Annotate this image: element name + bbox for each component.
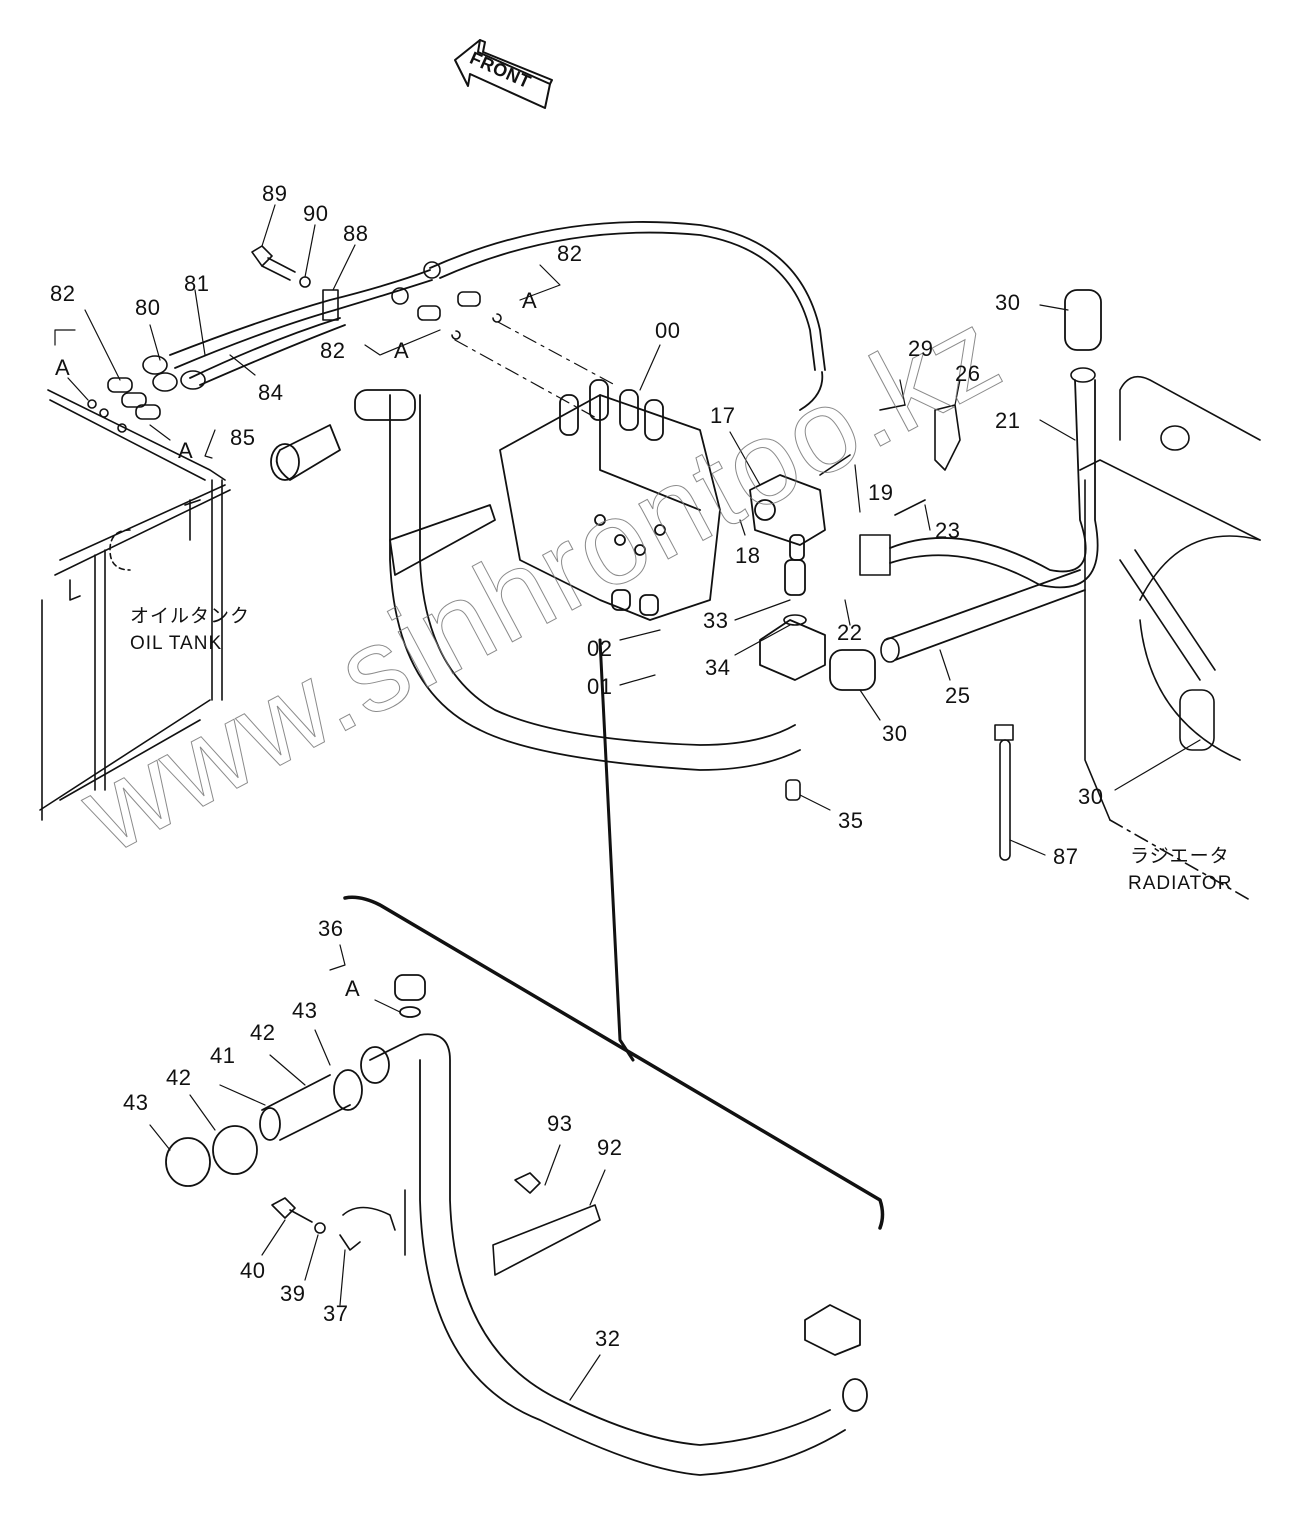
group-marker-a: A <box>345 976 360 1001</box>
oil-tank-caption-en: OIL TANK <box>130 633 223 654</box>
part-label-42[interactable]: 42 <box>250 1020 276 1045</box>
part-label-22[interactable]: 22 <box>837 620 863 645</box>
part-label-92[interactable]: 92 <box>597 1135 623 1160</box>
part-label-43[interactable]: 43 <box>123 1090 149 1115</box>
part-label-25[interactable]: 25 <box>945 683 971 708</box>
part-label-37[interactable]: 37 <box>323 1301 349 1326</box>
part-label-29[interactable]: 29 <box>908 336 934 361</box>
group-marker-a: A <box>522 288 537 313</box>
part-label-32[interactable]: 32 <box>595 1326 621 1351</box>
part-label-85[interactable]: 85 <box>230 425 256 450</box>
control-valve <box>499 379 721 621</box>
oil-tank-caption-jp: オイルタンク <box>130 606 251 627</box>
part-label-80[interactable]: 80 <box>135 295 161 320</box>
part-label-30[interactable]: 30 <box>995 290 1021 315</box>
part-label-21[interactable]: 21 <box>995 408 1021 433</box>
hose-41 <box>165 1069 363 1187</box>
group-marker-a: A <box>178 438 193 463</box>
radiator-outline <box>1079 375 1261 901</box>
part-label-26[interactable]: 26 <box>955 361 981 386</box>
group-marker-a: A <box>394 338 409 363</box>
part-label-34[interactable]: 34 <box>705 655 731 680</box>
part-label-84[interactable]: 84 <box>258 380 284 405</box>
part-label-41[interactable]: 41 <box>210 1043 236 1068</box>
radiator-caption-jp: ラジエータ <box>1130 846 1230 867</box>
part-label-36[interactable]: 36 <box>318 916 344 941</box>
part-label-82[interactable]: 82 <box>50 281 76 306</box>
bolt-89 <box>251 245 296 281</box>
part-label-30[interactable]: 30 <box>882 721 908 746</box>
part-label-17[interactable]: 17 <box>710 403 736 428</box>
part-label-88[interactable]: 88 <box>343 221 369 246</box>
suction-pipe-upper <box>270 389 801 771</box>
part-label-35[interactable]: 35 <box>838 808 864 833</box>
part-label-39[interactable]: 39 <box>280 1281 306 1306</box>
part-label-82[interactable]: 82 <box>320 338 346 363</box>
leader-lines <box>54 204 1201 1401</box>
radiator-caption-en: RADIATOR <box>1128 873 1233 894</box>
part-label-82[interactable]: 82 <box>557 241 583 266</box>
part-label-93[interactable]: 93 <box>547 1111 573 1136</box>
part-label-42[interactable]: 42 <box>166 1065 192 1090</box>
hose-fittings <box>87 355 206 433</box>
part-label-81[interactable]: 81 <box>184 271 210 296</box>
group-marker-a: A <box>55 355 70 380</box>
part-label-18[interactable]: 18 <box>735 543 761 568</box>
part-label-43[interactable]: 43 <box>292 998 318 1023</box>
part-label-40[interactable]: 40 <box>240 1258 266 1283</box>
part-label-87[interactable]: 87 <box>1053 844 1079 869</box>
part-label-23[interactable]: 23 <box>935 518 961 543</box>
part-label-89[interactable]: 89 <box>262 181 288 206</box>
part-label-02[interactable]: 02 <box>587 636 613 661</box>
pilot-valve-17 <box>749 474 826 596</box>
front-arrow-icon <box>454 39 553 109</box>
part-label-01[interactable]: 01 <box>587 674 613 699</box>
part-label-30[interactable]: 30 <box>1078 784 1104 809</box>
part-label-19[interactable]: 19 <box>868 480 894 505</box>
part-label-90[interactable]: 90 <box>303 201 329 226</box>
suction-pipe-lower <box>360 974 868 1476</box>
part-label-33[interactable]: 33 <box>703 608 729 633</box>
part-label-00[interactable]: 00 <box>655 318 681 343</box>
